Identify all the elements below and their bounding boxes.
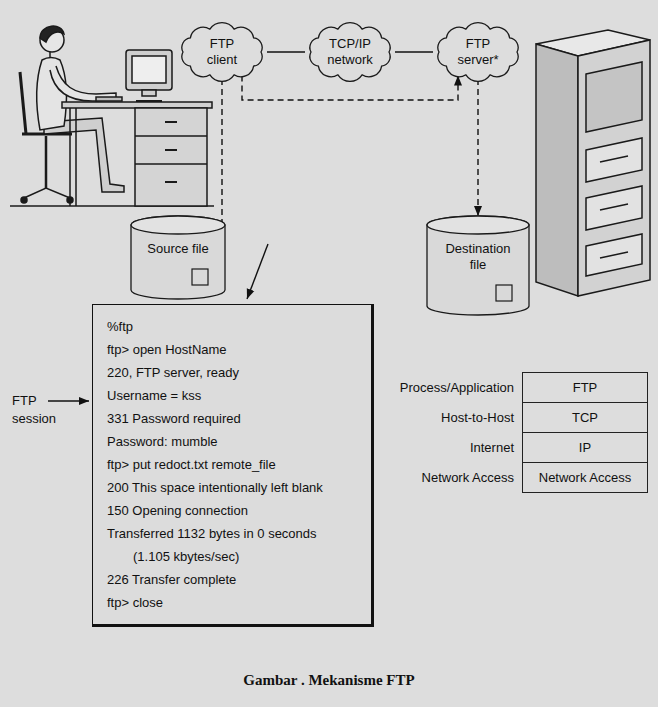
file-label: Destination file: [440, 241, 516, 273]
desk-leg: [70, 108, 76, 206]
label-holder: Network Access: [294, 469, 514, 487]
layer-name: TCP: [572, 410, 598, 426]
monitor-base: [136, 100, 162, 102]
session-line: 150 Opening connection: [107, 499, 357, 522]
chair-post: [45, 136, 48, 188]
layer-name: IP: [579, 440, 591, 456]
data-flow-arrow: [221, 79, 222, 222]
network-link: [395, 51, 433, 52]
person-arm: [50, 66, 116, 101]
cloud-shape: [438, 23, 518, 82]
session-line: %ftp: [107, 315, 357, 338]
keyboard: [96, 97, 122, 101]
file-label: Source file: [147, 241, 208, 257]
server-cabinet: [536, 30, 650, 296]
cylinder-body: [131, 216, 225, 299]
person-neck: [49, 52, 51, 58]
session-label: FTP session: [12, 392, 76, 428]
cabinet-front: [578, 40, 650, 296]
person-hair: [40, 26, 64, 42]
network-link: [267, 51, 305, 52]
cylinder-top: [427, 216, 529, 234]
session-line: ftp> close: [107, 591, 357, 614]
monitor-case: [126, 50, 172, 90]
figure-caption: Gambar . Mekanisme FTP: [0, 670, 658, 690]
cylinder-outline: [130, 215, 226, 300]
person-torso: [37, 58, 67, 131]
drawer-handle: [165, 122, 177, 182]
session-line: ftp> open HostName: [107, 338, 357, 361]
session-line: ftp> put redoct.txt remote_file: [107, 453, 357, 476]
monitor-stand: [142, 90, 156, 96]
drive-slot: [600, 156, 628, 258]
cloud-label: FTP server*: [453, 36, 503, 68]
cloud-node: TCP/IP network: [305, 22, 395, 82]
protocol-layer-box: IP: [522, 432, 648, 463]
file-square: [192, 269, 208, 285]
label-holder: FTP session: [12, 392, 76, 428]
label-holder: Process/Application: [294, 379, 514, 397]
cloud-node: FTP server*: [433, 22, 523, 82]
cloud-shape: [182, 23, 262, 82]
session-line: 200 This space intentionally left blank: [107, 476, 357, 499]
leader-arrow: [48, 400, 89, 401]
cabinet-panel: [586, 62, 642, 132]
session-line: 331 Password required: [107, 407, 357, 430]
protocol-layer-box: TCP: [522, 402, 648, 433]
layer-level-label: Process/Application: [294, 379, 514, 397]
session-line: Password: mumble: [107, 430, 357, 453]
pointer-arrow: [247, 244, 268, 299]
file-cylinder: Source file: [130, 215, 226, 300]
chair-back: [20, 72, 26, 134]
desk-top: [62, 102, 212, 108]
label-holder: Host-to-Host: [294, 409, 514, 427]
data-flow-arrow: [477, 79, 478, 216]
cloud-label: TCP/IP network: [325, 36, 375, 68]
desk-pedestal: [135, 108, 207, 206]
file-square: [496, 285, 512, 301]
cloud-label: FTP client: [197, 36, 247, 68]
person-leg: [44, 118, 124, 192]
cylinder-body: [427, 216, 529, 315]
layer-level-label: Internet: [294, 439, 514, 457]
caption-holder: Gambar . Mekanisme FTP: [0, 670, 658, 690]
layer-level-label: Host-to-Host: [294, 409, 514, 427]
monitor-screen: [132, 56, 166, 83]
chair-wheel: [21, 197, 27, 203]
chair-base: [24, 188, 70, 198]
protocol-layer-box: FTP: [522, 372, 648, 403]
session-line: 226 Transfer complete: [107, 568, 357, 591]
session-line: 220, FTP server, ready: [107, 361, 357, 384]
file-cylinder: Destination file: [426, 215, 530, 316]
layer-name: FTP: [573, 380, 598, 396]
session-line: Username = kss: [107, 384, 357, 407]
protocol-layer-box: Network Access: [522, 462, 648, 493]
cabinet-side: [536, 44, 578, 296]
terminal-session-box: %ftpftp> open HostName220, FTP server, r…: [92, 304, 374, 627]
drive-bay: [586, 186, 642, 230]
label-holder: Internet: [294, 439, 514, 457]
cloud-node: FTP client: [177, 22, 267, 82]
cloud-shape: [310, 23, 390, 82]
layer-level-label: Network Access: [294, 469, 514, 487]
layer-name: Network Access: [539, 470, 631, 486]
session-line: Transferred 1132 bytes in 0 seconds (1.1…: [107, 522, 332, 568]
cylinder-top: [131, 216, 225, 234]
drive-bay: [586, 138, 642, 182]
